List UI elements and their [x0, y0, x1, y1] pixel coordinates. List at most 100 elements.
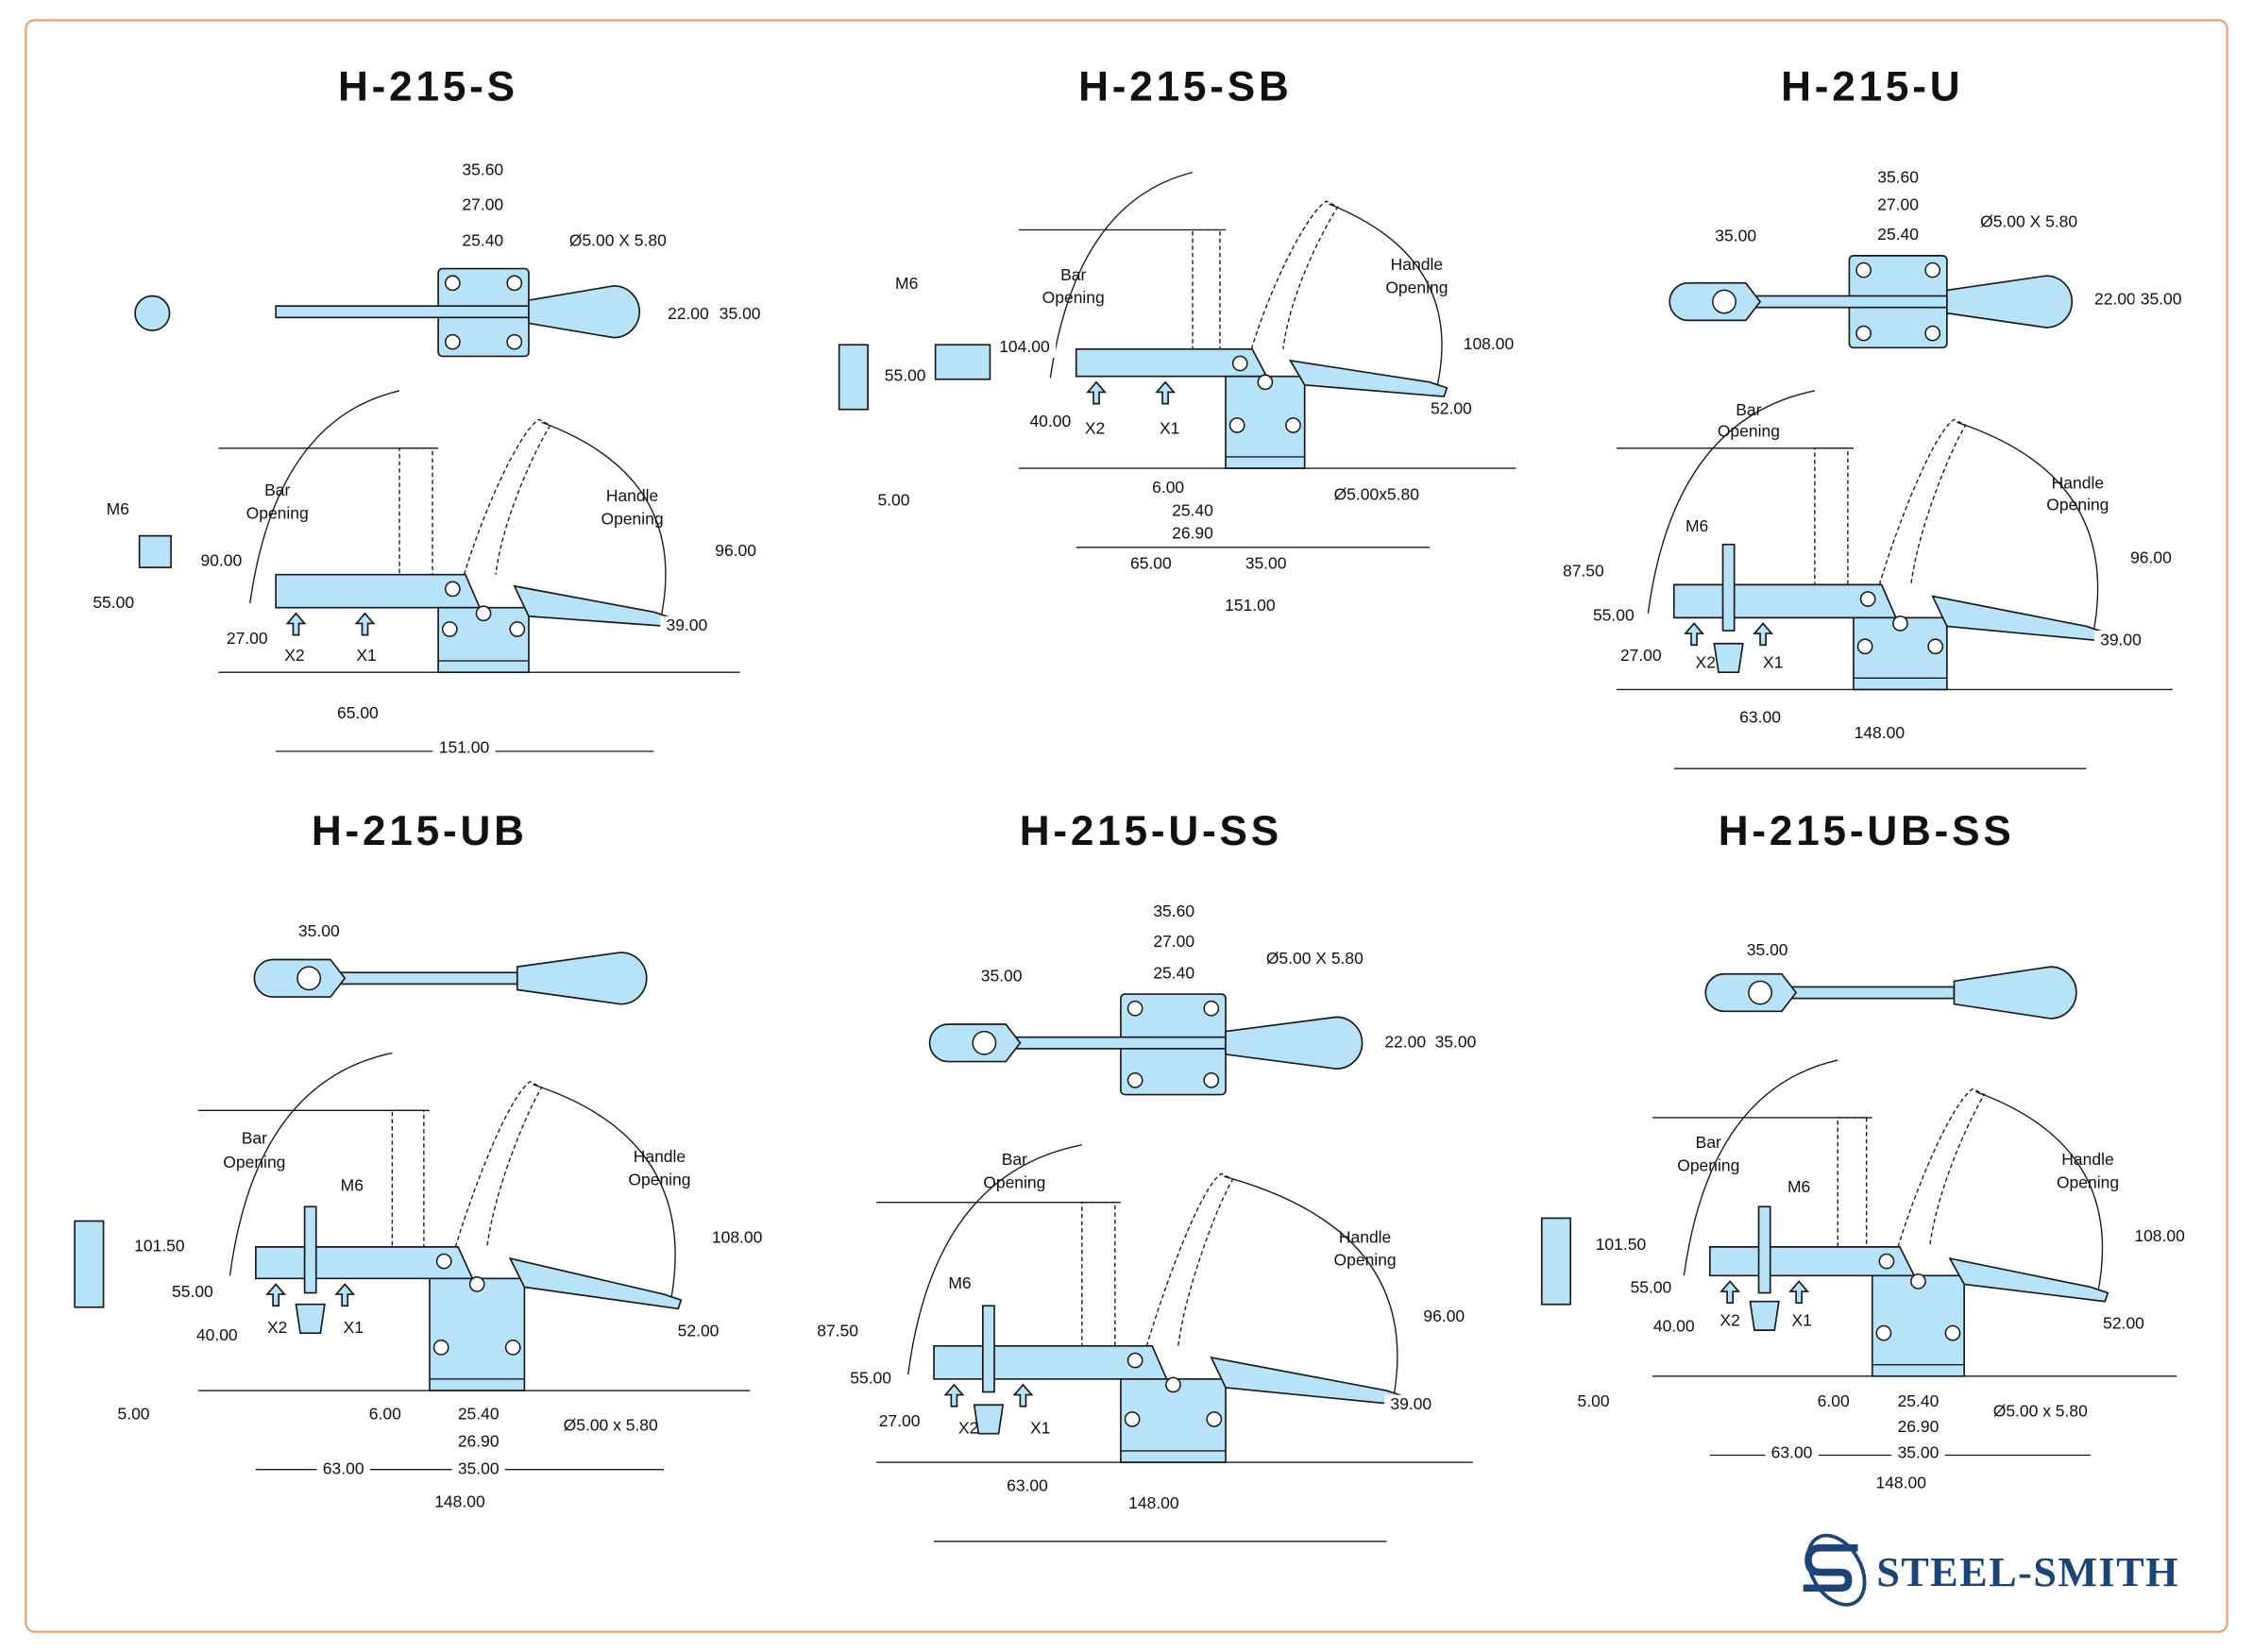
label-background	[456, 160, 510, 181]
pivot-pin	[475, 605, 492, 622]
dimension-label: 55.00	[1631, 1278, 1672, 1297]
spindle-tip	[1749, 1300, 1780, 1331]
load-point-label: X1	[356, 646, 376, 665]
annotation-label: Opening	[601, 510, 663, 529]
pivot-pin	[509, 621, 526, 637]
load-arrow-icon	[1753, 622, 1774, 647]
label-background	[1871, 168, 1925, 189]
dimension-label: 35.00	[981, 966, 1023, 985]
label-background	[1709, 227, 1763, 247]
dimension-label: 87.50	[1563, 561, 1604, 580]
label-background	[190, 1325, 244, 1346]
dimension-label: 55.00	[172, 1282, 213, 1301]
mounting-hole	[444, 333, 461, 350]
mounting-hole	[1203, 1000, 1220, 1017]
spindle-bolt	[981, 1305, 995, 1393]
label-background	[451, 1432, 505, 1453]
pivot-pin	[435, 1253, 452, 1270]
handle-opening-arc	[533, 1084, 676, 1301]
label-background	[1765, 1443, 1819, 1464]
hex-nut	[1712, 289, 1736, 314]
dimension-label: 148.00	[1855, 723, 1906, 742]
spindle-tip	[295, 1303, 326, 1334]
label-background	[992, 337, 1057, 358]
dimension-label: 65.00	[337, 703, 379, 722]
label-background	[1571, 1391, 1616, 1412]
label-background	[1147, 902, 1201, 922]
label-background	[292, 921, 346, 943]
dimension-label: 40.00	[1653, 1317, 1695, 1336]
mounting-hole	[1126, 1071, 1143, 1088]
side-spindle	[138, 534, 172, 568]
dimension-label: Ø5.00 x 5.80	[1993, 1401, 2088, 1420]
dimension-label: 5.00	[118, 1405, 150, 1424]
load-arrow-icon	[1719, 1280, 1741, 1305]
dimension-label: M6	[107, 499, 129, 518]
load-arrow-icon	[1684, 622, 1705, 647]
load-point-label: X1	[1791, 1311, 1811, 1330]
panel-title: H-215-SB	[1078, 64, 1293, 110]
annotation-label: Opening	[223, 1153, 285, 1172]
label-background	[1024, 412, 1077, 433]
pivot-pin	[444, 581, 461, 598]
handle-opening-arc	[1957, 421, 2099, 632]
annotation-label: Bar	[1002, 1150, 1027, 1169]
dimension-label: M6	[1787, 1177, 1810, 1196]
dimension-label: 148.00	[1875, 1474, 1926, 1492]
load-arrow-icon	[1788, 1280, 1810, 1305]
open-handle-outline	[1250, 200, 1339, 349]
top-handle	[1953, 966, 2077, 1020]
label-background	[432, 738, 496, 759]
label-background	[1145, 478, 1191, 499]
dimension-label: 35.00	[1435, 1032, 1477, 1051]
mounting-hole	[1126, 1000, 1143, 1017]
dimension-label: 63.00	[1771, 1443, 1813, 1462]
dimension-label: 108.00	[712, 1227, 763, 1246]
dimension-label: 22.00	[668, 304, 709, 323]
side-spindle	[74, 1220, 105, 1308]
label-background	[339, 1176, 364, 1197]
handle-opening-arc	[1975, 1090, 2104, 1293]
load-arrow-icon	[265, 1283, 287, 1307]
label-background	[1787, 1177, 1812, 1199]
dimension-label: 52.00	[678, 1321, 720, 1340]
dimension-label: 26.90	[1172, 524, 1213, 543]
dimension-label: 65.00	[1130, 554, 1172, 573]
pivot-pin	[1257, 374, 1274, 391]
top-bar	[275, 305, 530, 319]
dimension-label: 27.00	[1877, 194, 1919, 213]
dimension-label: 5.00	[1578, 1391, 1610, 1410]
spindle-bolt	[303, 1205, 317, 1294]
label-background	[705, 1228, 769, 1249]
label-background	[220, 629, 274, 649]
dimension-label: 55.00	[885, 365, 926, 384]
side-spindle	[1540, 1217, 1572, 1306]
dimension-label: 39.00	[2100, 630, 2142, 649]
label-background	[1624, 1278, 1678, 1299]
dimension-label: 35.60	[462, 160, 503, 179]
hex-nut	[1748, 980, 1772, 1005]
panel-title: H-215-UB	[312, 808, 528, 854]
logo-ellipse	[1805, 1533, 1867, 1607]
dimension-label: M6	[1686, 516, 1708, 535]
dimension-label: 55.00	[93, 593, 134, 612]
annotation-label: Opening	[2046, 495, 2109, 514]
label-background	[1379, 1033, 1432, 1054]
label-background	[456, 231, 510, 252]
side-spindle	[838, 344, 869, 411]
annotation-label: Opening	[983, 1173, 1045, 1192]
annotation-label: Handle	[1339, 1227, 1391, 1246]
dimension-label: 27.00	[1620, 646, 1662, 665]
label-background	[127, 1237, 192, 1257]
mounting-hole	[506, 275, 523, 292]
side-eye-icon	[134, 295, 171, 331]
annotation-label: Opening	[246, 503, 309, 522]
dimension-label: 27.00	[1153, 932, 1194, 951]
load-arrow-icon	[1155, 380, 1177, 405]
bar-opening-arc	[229, 1052, 393, 1276]
dimension-label: M6	[895, 274, 918, 293]
load-arrow-icon	[943, 1383, 965, 1408]
annotation-label: Opening	[1385, 278, 1448, 297]
dimension-label: 63.00	[1007, 1476, 1048, 1495]
top-handle	[528, 285, 640, 339]
